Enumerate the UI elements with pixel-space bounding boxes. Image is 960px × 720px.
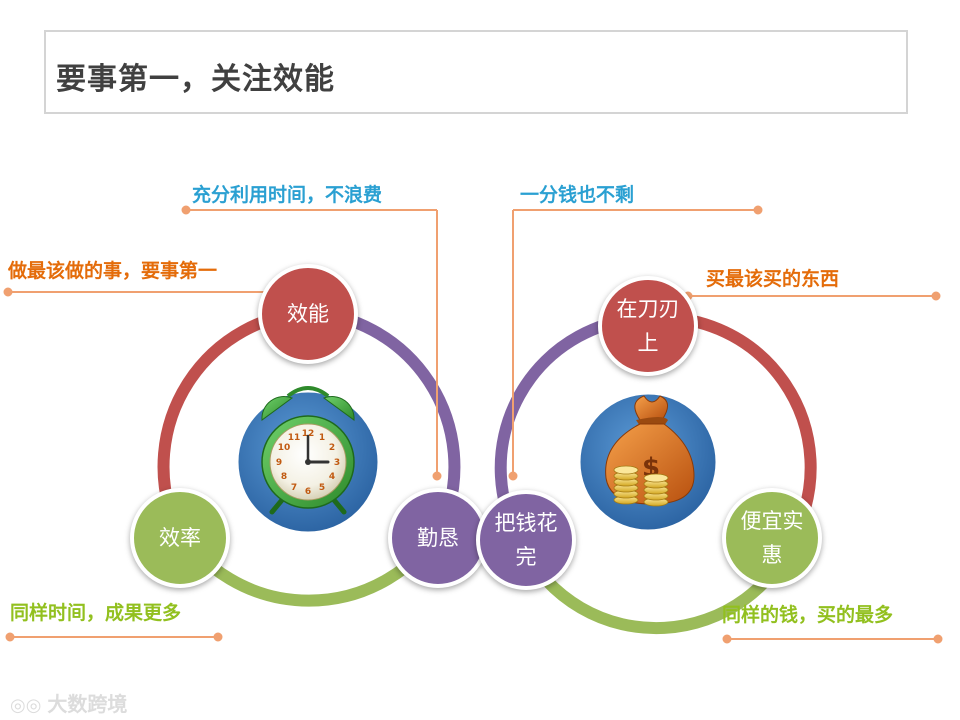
callout-lines: [3, 205, 943, 644]
svg-text:12: 12: [302, 429, 315, 439]
svg-text:9: 9: [276, 458, 282, 468]
watermark-logo: ◎◎: [10, 695, 42, 716]
alarm-clock-icon: 12 1 2 3 4 5 6 7 8 9 10 11: [261, 386, 355, 515]
svg-text:10: 10: [278, 443, 291, 453]
watermark-text: 大数跨境: [47, 692, 128, 716]
label-buy-most-needed: 买最该买的东西: [706, 268, 840, 290]
node-efficiency: 效率: [130, 488, 230, 588]
node-spend-all: 把钱花 完: [476, 490, 576, 590]
svg-text:8: 8: [281, 472, 287, 482]
svg-text:3: 3: [334, 458, 340, 468]
label-not-a-cent-left: 一分钱也不剩: [520, 184, 635, 206]
svg-text:5: 5: [319, 483, 325, 493]
node-diligence: 勤恳: [388, 488, 488, 588]
svg-text:6: 6: [305, 487, 311, 497]
svg-text:7: 7: [291, 483, 297, 493]
svg-text:2: 2: [329, 443, 335, 453]
label-same-money-buy-most: 同样的钱，买的最多: [722, 604, 894, 626]
label-do-most-important: 做最该做的事，要事第一: [8, 260, 218, 282]
node-efficacy: 效能: [258, 264, 358, 364]
label-same-time-more-results: 同样时间，成果更多: [10, 602, 182, 624]
money-bag-icon: $: [605, 395, 695, 507]
page-title: 要事第一，关注效能: [56, 62, 335, 97]
watermark: ◎◎大数跨境: [10, 688, 127, 717]
title-box: 要事第一，关注效能: [44, 30, 908, 114]
node-on-the-blade-edge: 在刀刃 上: [598, 276, 698, 376]
svg-text:1: 1: [319, 433, 325, 443]
svg-text:4: 4: [329, 472, 335, 482]
label-use-time-fully: 充分利用时间，不浪费: [192, 184, 383, 206]
svg-text:11: 11: [288, 433, 301, 443]
node-cheap-value: 便宜实 惠: [722, 488, 822, 588]
